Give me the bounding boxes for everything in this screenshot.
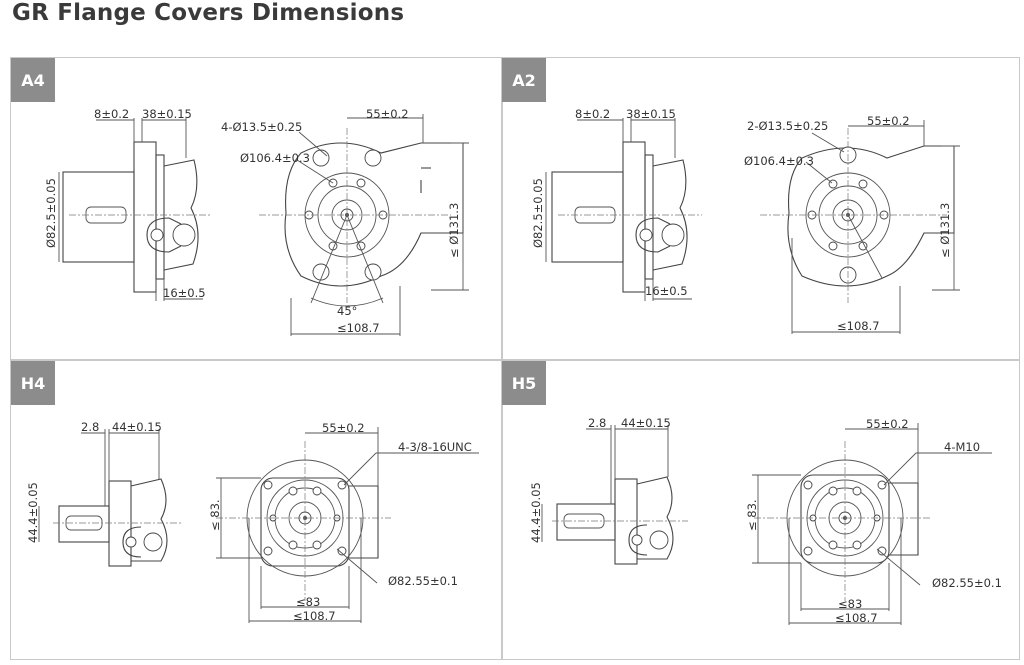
a4-angle: 45° [337,304,357,318]
h5-inner-width: ≤83 [838,597,862,611]
a4-drawing: 8±0.2 38±0.15 Ø82.5±0.05 16±0.5 [44,107,469,336]
a4-d2: 38±0.15 [142,107,192,121]
a4-offset: 55±0.2 [366,107,409,121]
panel-tag: H5 [502,361,546,405]
a4-width: ≤108.7 [337,321,380,335]
a2-drawing: 8±0.2 38±0.15 Ø82.5±0.05 16±0.5 2 [531,107,960,334]
a2-holes: 2-Ø13.5±0.25 [747,119,828,133]
a2-side-view: 8±0.2 38±0.15 Ø82.5±0.05 16±0.5 [531,107,702,301]
h4-pcd: Ø82.55±0.1 [388,574,458,588]
grid-divider-horizontal [10,359,1020,361]
h4-thread: 4-3/8-16UNC [398,440,472,454]
a4-pcd: Ø106.4±0.3 [240,151,310,165]
h5-height: ≤ 83. [745,499,759,531]
h5-d1: 2.8 [588,416,606,430]
a2-pcd: Ø106.4±0.3 [744,154,814,168]
panel-tag: H4 [11,361,55,405]
h4-height: ≤ 83. [208,499,222,531]
h5-thread: 4-M10 [944,440,980,454]
a4-side-view: 8±0.2 38±0.15 Ø82.5±0.05 16±0.5 [44,107,211,301]
h5-drawing: 2.8 44±0.15 44.4±0.05 55±0.2 [529,416,1002,625]
h4-d2: 44±0.15 [112,420,162,434]
h4-inner-width: ≤83 [296,595,320,609]
h5-shaft: 44.4±0.05 [529,482,543,543]
grid-divider-vertical [501,57,503,660]
h4-drawing: 2.8 44±0.15 44.4±0.05 55±0.2 [26,420,479,623]
h4-offset: 55±0.2 [322,421,365,435]
h5-side-view: 2.8 44±0.15 44.4±0.05 [529,416,688,565]
a4-height: ≤ Ø131.3 [447,203,461,258]
h4-front-view: 55±0.2 4-3/8-16UNC ≤ 83. Ø82.55±0.1 ≤83 … [208,421,479,623]
a2-shaft: Ø82.5±0.05 [531,178,545,248]
a2-width: ≤108.7 [837,319,880,333]
a4-holes: 4-Ø13.5±0.25 [221,120,302,134]
h5-d2: 44±0.15 [621,416,671,430]
h4-shaft: 44.4±0.05 [26,482,40,543]
a2-d1: 8±0.2 [575,107,610,121]
h5-pcd: Ø82.55±0.1 [932,576,1002,590]
h4-side-view: 2.8 44±0.15 44.4±0.05 [26,420,183,567]
a4-front-view: 45° 4-Ø13.5±0.25 Ø106.4±0.3 55±0.2 ≤ Ø13… [221,107,469,336]
panel-a2: A2 8±0.2 38±0.15 Ø82.5±0.05 16±0.5 [502,58,1019,359]
h5-width: ≤108.7 [835,611,878,625]
panel-h5: H5 2.8 44±0.15 44.4±0.05 [502,361,1019,659]
h5-offset: 55±0.2 [866,417,909,431]
panel-grid [10,57,1020,660]
a2-front-view: 2-Ø13.5±0.25 Ø106.4±0.3 55±0.2 ≤ Ø131.3 … [744,114,960,334]
panel-tag: A4 [11,58,55,102]
h5-front-view: 55±0.2 4-M10 ≤ 83. Ø82.55±0.1 ≤83 ≤108.7 [745,417,1002,625]
h4-d1: 2.8 [81,420,99,434]
a4-shaft: Ø82.5±0.05 [44,178,58,248]
a2-d2: 38±0.15 [626,107,676,121]
a4-d1: 8±0.2 [94,107,129,121]
panel-a4: A4 8±0.2 38±0.15 Ø82.5±0.05 16 [11,58,501,359]
a2-bottom: 16±0.5 [645,284,688,298]
panel-tag: A2 [502,58,546,102]
page-title: GR Flange Covers Dimensions [12,0,405,26]
panel-h4: H4 2.8 44±0.15 44.4±0.05 [11,361,501,659]
a2-height: ≤ Ø131.3 [938,203,952,258]
a4-bottom: 16±0.5 [163,286,206,300]
a2-offset: 55±0.2 [867,114,910,128]
h4-width: ≤108.7 [293,609,336,623]
